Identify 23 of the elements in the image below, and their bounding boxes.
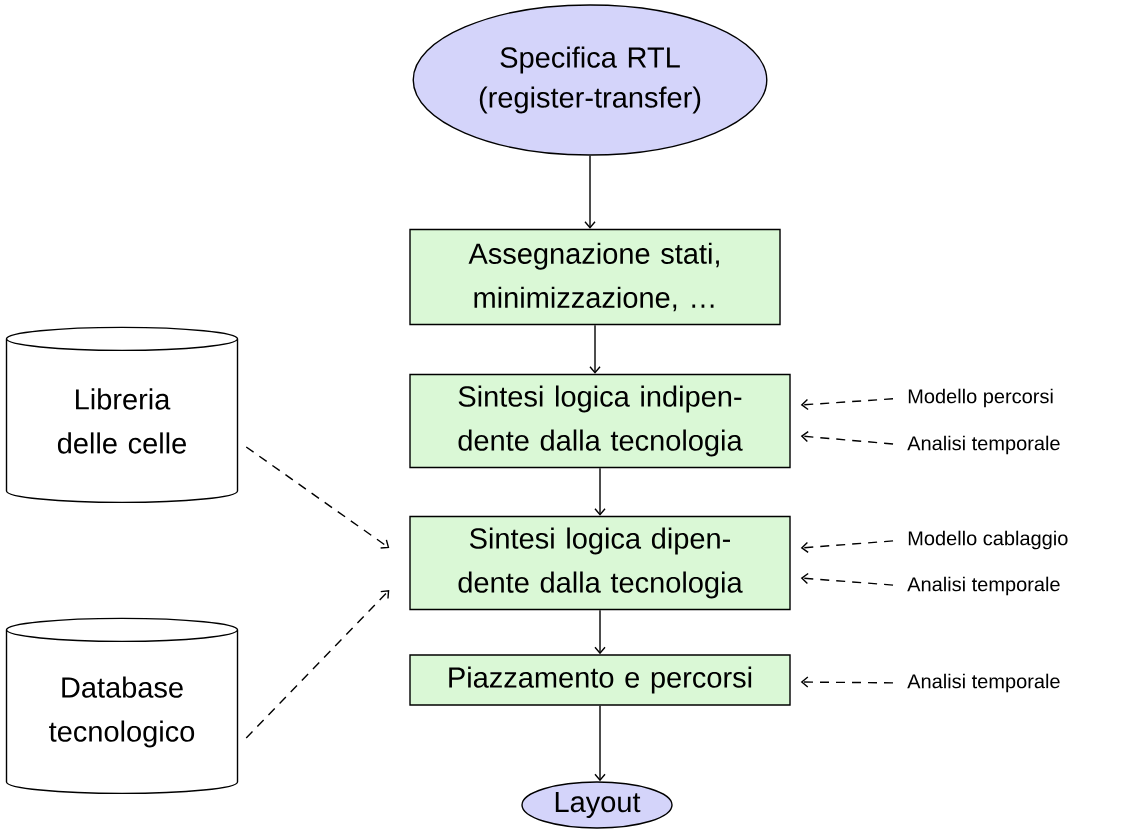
arrow <box>800 430 894 445</box>
arrow <box>245 446 390 549</box>
input-label: Modello cablaggio <box>908 530 1068 550</box>
input-label: Analisi temporale <box>907 435 1060 455</box>
process-box: Assegnazione stati, minimizzazione, … <box>409 228 781 326</box>
arrow <box>245 590 390 739</box>
arrow <box>594 609 606 655</box>
database-cylinder: Database tecnologico <box>5 617 239 795</box>
arrow <box>800 398 894 411</box>
arrow <box>589 324 601 374</box>
arrow <box>800 572 894 586</box>
input-label: Analisi temporale <box>907 673 1060 693</box>
arrow <box>800 540 894 554</box>
arrow <box>594 705 606 782</box>
arrow <box>800 676 894 688</box>
database-cylinder: Libreria delle celle <box>5 326 239 504</box>
arrow <box>594 467 606 516</box>
input-label: Analisi temporale <box>907 576 1060 596</box>
input-label: Modello percorsi <box>908 388 1053 408</box>
process-box: Piazzamento e percorsi <box>409 654 791 706</box>
arrow <box>584 155 596 229</box>
process-box: Sintesi logica indipen- dente dalla tecnologia <box>409 373 791 469</box>
process-box: Sintesi logica dipen- dente dalla tecnologia <box>409 515 791 611</box>
